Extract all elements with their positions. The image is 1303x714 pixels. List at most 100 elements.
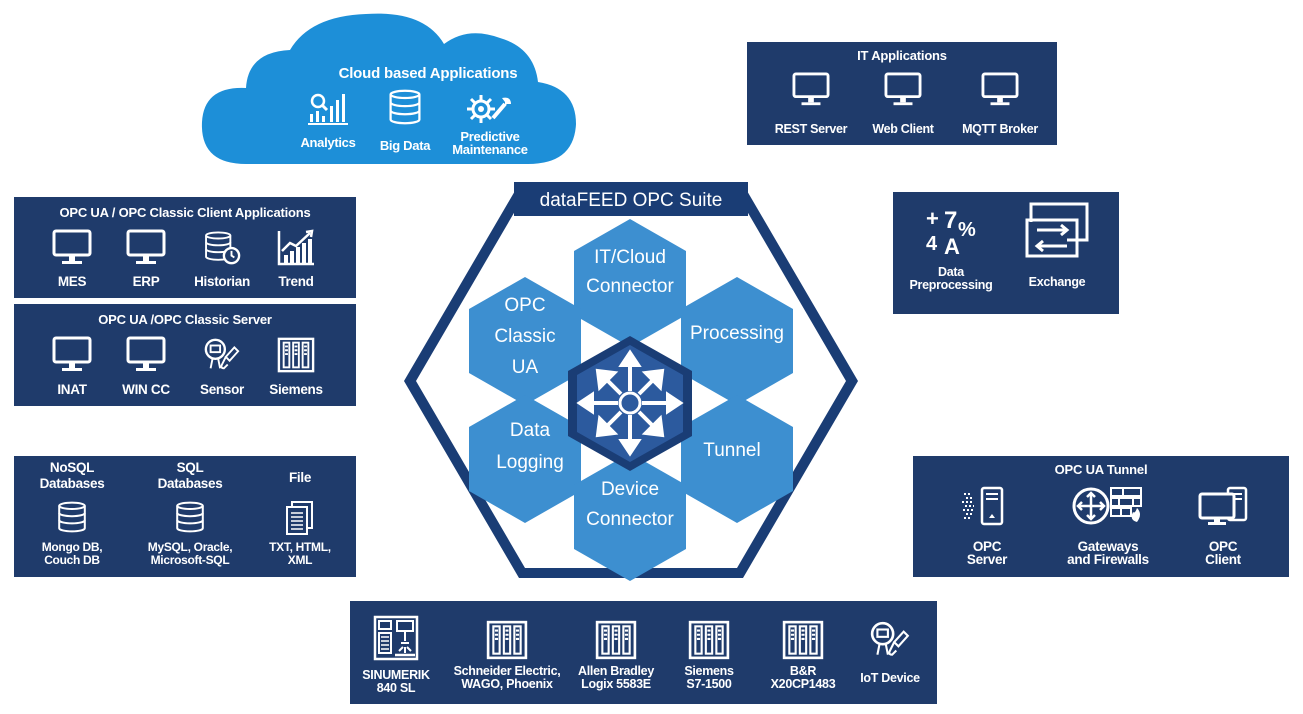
database-sql[interactable]: SQL Databases MySQL, Oracle, Microsoft-S… xyxy=(138,460,242,567)
cloud-item-analytics[interactable]: Analytics xyxy=(288,92,368,149)
server-label: Sensor xyxy=(200,382,244,397)
cloud-item-label: Big Data xyxy=(379,138,431,153)
math-plus: + xyxy=(926,206,939,231)
client-app-trend[interactable]: Trend xyxy=(258,229,334,288)
module-processing[interactable]: Processing xyxy=(681,277,793,405)
server-inat[interactable]: INAT xyxy=(34,336,110,396)
monitor-icon xyxy=(125,229,167,267)
server-win-cc[interactable]: WIN CC xyxy=(108,336,184,396)
analytics-icon xyxy=(308,93,348,125)
client-app-label: ERP xyxy=(132,274,160,289)
processing-label-line2: Preprocessing xyxy=(909,278,993,292)
database-sub-line2: Microsoft-SQL xyxy=(150,553,230,567)
server-sensor[interactable]: Sensor xyxy=(182,336,262,396)
it-app-web-client[interactable]: Web Client xyxy=(863,72,943,136)
device-label-line1: B&R xyxy=(789,664,817,678)
device-iot[interactable]: IoT Device xyxy=(850,619,930,685)
database-sub-line1: MySQL, Oracle, xyxy=(147,540,233,554)
processing-exchange[interactable]: Exchange xyxy=(1009,200,1105,289)
device-allen-bradley[interactable]: Allen Bradley Logix 5583E xyxy=(568,619,664,691)
tunnel-label-line2: Server xyxy=(966,552,1008,567)
it-applications-panel: IT Applications REST Server Web Client M… xyxy=(747,42,1057,145)
svg-text:Data: Data xyxy=(510,420,551,441)
math-percent: % xyxy=(958,219,976,241)
client-app-mes[interactable]: MES xyxy=(34,229,110,288)
file-icon xyxy=(286,501,313,535)
client-applications-panel: OPC UA / OPC Classic Client Applications… xyxy=(14,197,356,298)
server-label: WIN CC xyxy=(122,382,170,397)
it-app-mqtt-broker[interactable]: MQTT Broker xyxy=(955,72,1045,136)
plc-icon xyxy=(687,619,731,661)
module-data-logging[interactable]: Data Logging xyxy=(469,395,581,523)
processing-label-line1: Data xyxy=(938,265,964,279)
math-a: A xyxy=(944,234,960,258)
cloud-shape xyxy=(201,13,576,164)
tunnel-gateways-firewalls[interactable]: Gateways and Firewalls xyxy=(1053,486,1163,566)
device-label-line2: 840 SL xyxy=(376,681,416,695)
database-sub-line2: Couch DB xyxy=(44,553,100,567)
device-label-line1: Siemens xyxy=(684,664,734,678)
tunnel-opc-server[interactable]: OPC Server xyxy=(947,486,1027,566)
cloud-item-big-data[interactable]: Big Data xyxy=(368,88,442,152)
plc-icon xyxy=(594,619,638,661)
database-sub-line1: Mongo DB, xyxy=(41,540,103,554)
monitor-icon xyxy=(791,72,831,108)
sensor-icon xyxy=(202,336,242,374)
svg-text:Connector: Connector xyxy=(586,509,674,530)
database-file[interactable]: File TXT, HTML, XML xyxy=(260,460,340,567)
svg-text:Classic: Classic xyxy=(494,326,555,347)
cloud-panel: Cloud based Applications Analytics Big D… xyxy=(198,4,578,168)
tunnel-label-line1: Gateways xyxy=(1077,539,1139,554)
device-siemens[interactable]: Siemens S7-1500 xyxy=(666,619,752,691)
processing-label-line1: Exchange xyxy=(1028,275,1086,289)
database-title-line1: File xyxy=(288,470,312,485)
center-diagram: dataFEED OPC Suite IT/Cloud Connector OP… xyxy=(404,182,858,581)
tunnel-label-line2: Client xyxy=(1205,552,1241,567)
device-br[interactable]: B&R X20CP1483 xyxy=(760,619,846,691)
device-label-line1: SINUMERIK xyxy=(362,668,430,682)
server-label: INAT xyxy=(57,382,87,397)
device-label-line2: WAGO, Phoenix xyxy=(461,677,553,691)
device-sinumerik[interactable]: SINUMERIK 840 SL xyxy=(356,615,436,695)
cnc-machine-icon xyxy=(373,615,419,661)
processing-panel: + 7 % 4 A Data Preprocessing Exchange xyxy=(893,192,1119,314)
it-app-label: REST Server xyxy=(774,122,848,136)
it-app-rest-server[interactable]: REST Server xyxy=(771,72,851,136)
client-app-erp[interactable]: ERP xyxy=(108,229,184,288)
database-nosql[interactable]: NoSQL Databases Mongo DB, Couch DB xyxy=(22,460,122,567)
it-app-label: Web Client xyxy=(872,122,934,136)
client-app-historian[interactable]: Historian xyxy=(182,229,262,288)
device-label-line1: Schneider Electric, xyxy=(453,664,561,678)
database-history-icon xyxy=(204,231,241,265)
cloud-title: Cloud based Applications xyxy=(338,65,518,82)
database-icon xyxy=(174,500,206,534)
server-label: Siemens xyxy=(269,382,323,397)
exchange-arrows-icon xyxy=(1025,202,1089,258)
it-applications-title: IT Applications xyxy=(857,48,947,63)
device-label-line2: S7-1500 xyxy=(686,677,732,691)
tunnel-panel: OPC UA Tunnel OPC Server Gateways and Fi… xyxy=(913,456,1289,577)
database-title-line1: SQL xyxy=(176,460,204,475)
math-symbols-icon: + 7 % 4 A xyxy=(926,206,976,258)
device-schneider[interactable]: Schneider Electric, WAGO, Phoenix xyxy=(448,619,566,691)
monitor-icon xyxy=(980,72,1020,108)
cloud-item-predictive-maintenance[interactable]: Predictive Maintenance xyxy=(440,92,540,156)
plc-icon xyxy=(781,619,825,661)
database-icon xyxy=(56,500,88,534)
module-opc-classic-ua[interactable]: OPC Classic UA xyxy=(469,277,581,405)
module-tunnel[interactable]: Tunnel xyxy=(681,395,793,523)
client-app-label: MES xyxy=(57,274,87,289)
it-app-label: MQTT Broker xyxy=(962,122,1038,136)
title-tab xyxy=(514,182,748,216)
database-title-line1: NoSQL xyxy=(49,460,95,475)
device-label-line1: IoT Device xyxy=(860,671,920,685)
processing-data-preprocessing[interactable]: + 7 % 4 A Data Preprocessing xyxy=(899,206,1003,292)
server-siemens[interactable]: Siemens xyxy=(258,336,334,396)
module-it-cloud-connector[interactable]: IT/Cloud Connector xyxy=(574,219,686,347)
svg-text:IT/Cloud: IT/Cloud xyxy=(594,247,666,268)
module-device-connector[interactable]: Device Connector xyxy=(574,453,686,581)
hub-arrows-icon xyxy=(568,336,692,471)
tunnel-opc-client[interactable]: OPC Client xyxy=(1183,486,1263,566)
device-label-line1: Allen Bradley xyxy=(578,664,654,678)
device-label-line2: X20CP1483 xyxy=(770,677,836,691)
